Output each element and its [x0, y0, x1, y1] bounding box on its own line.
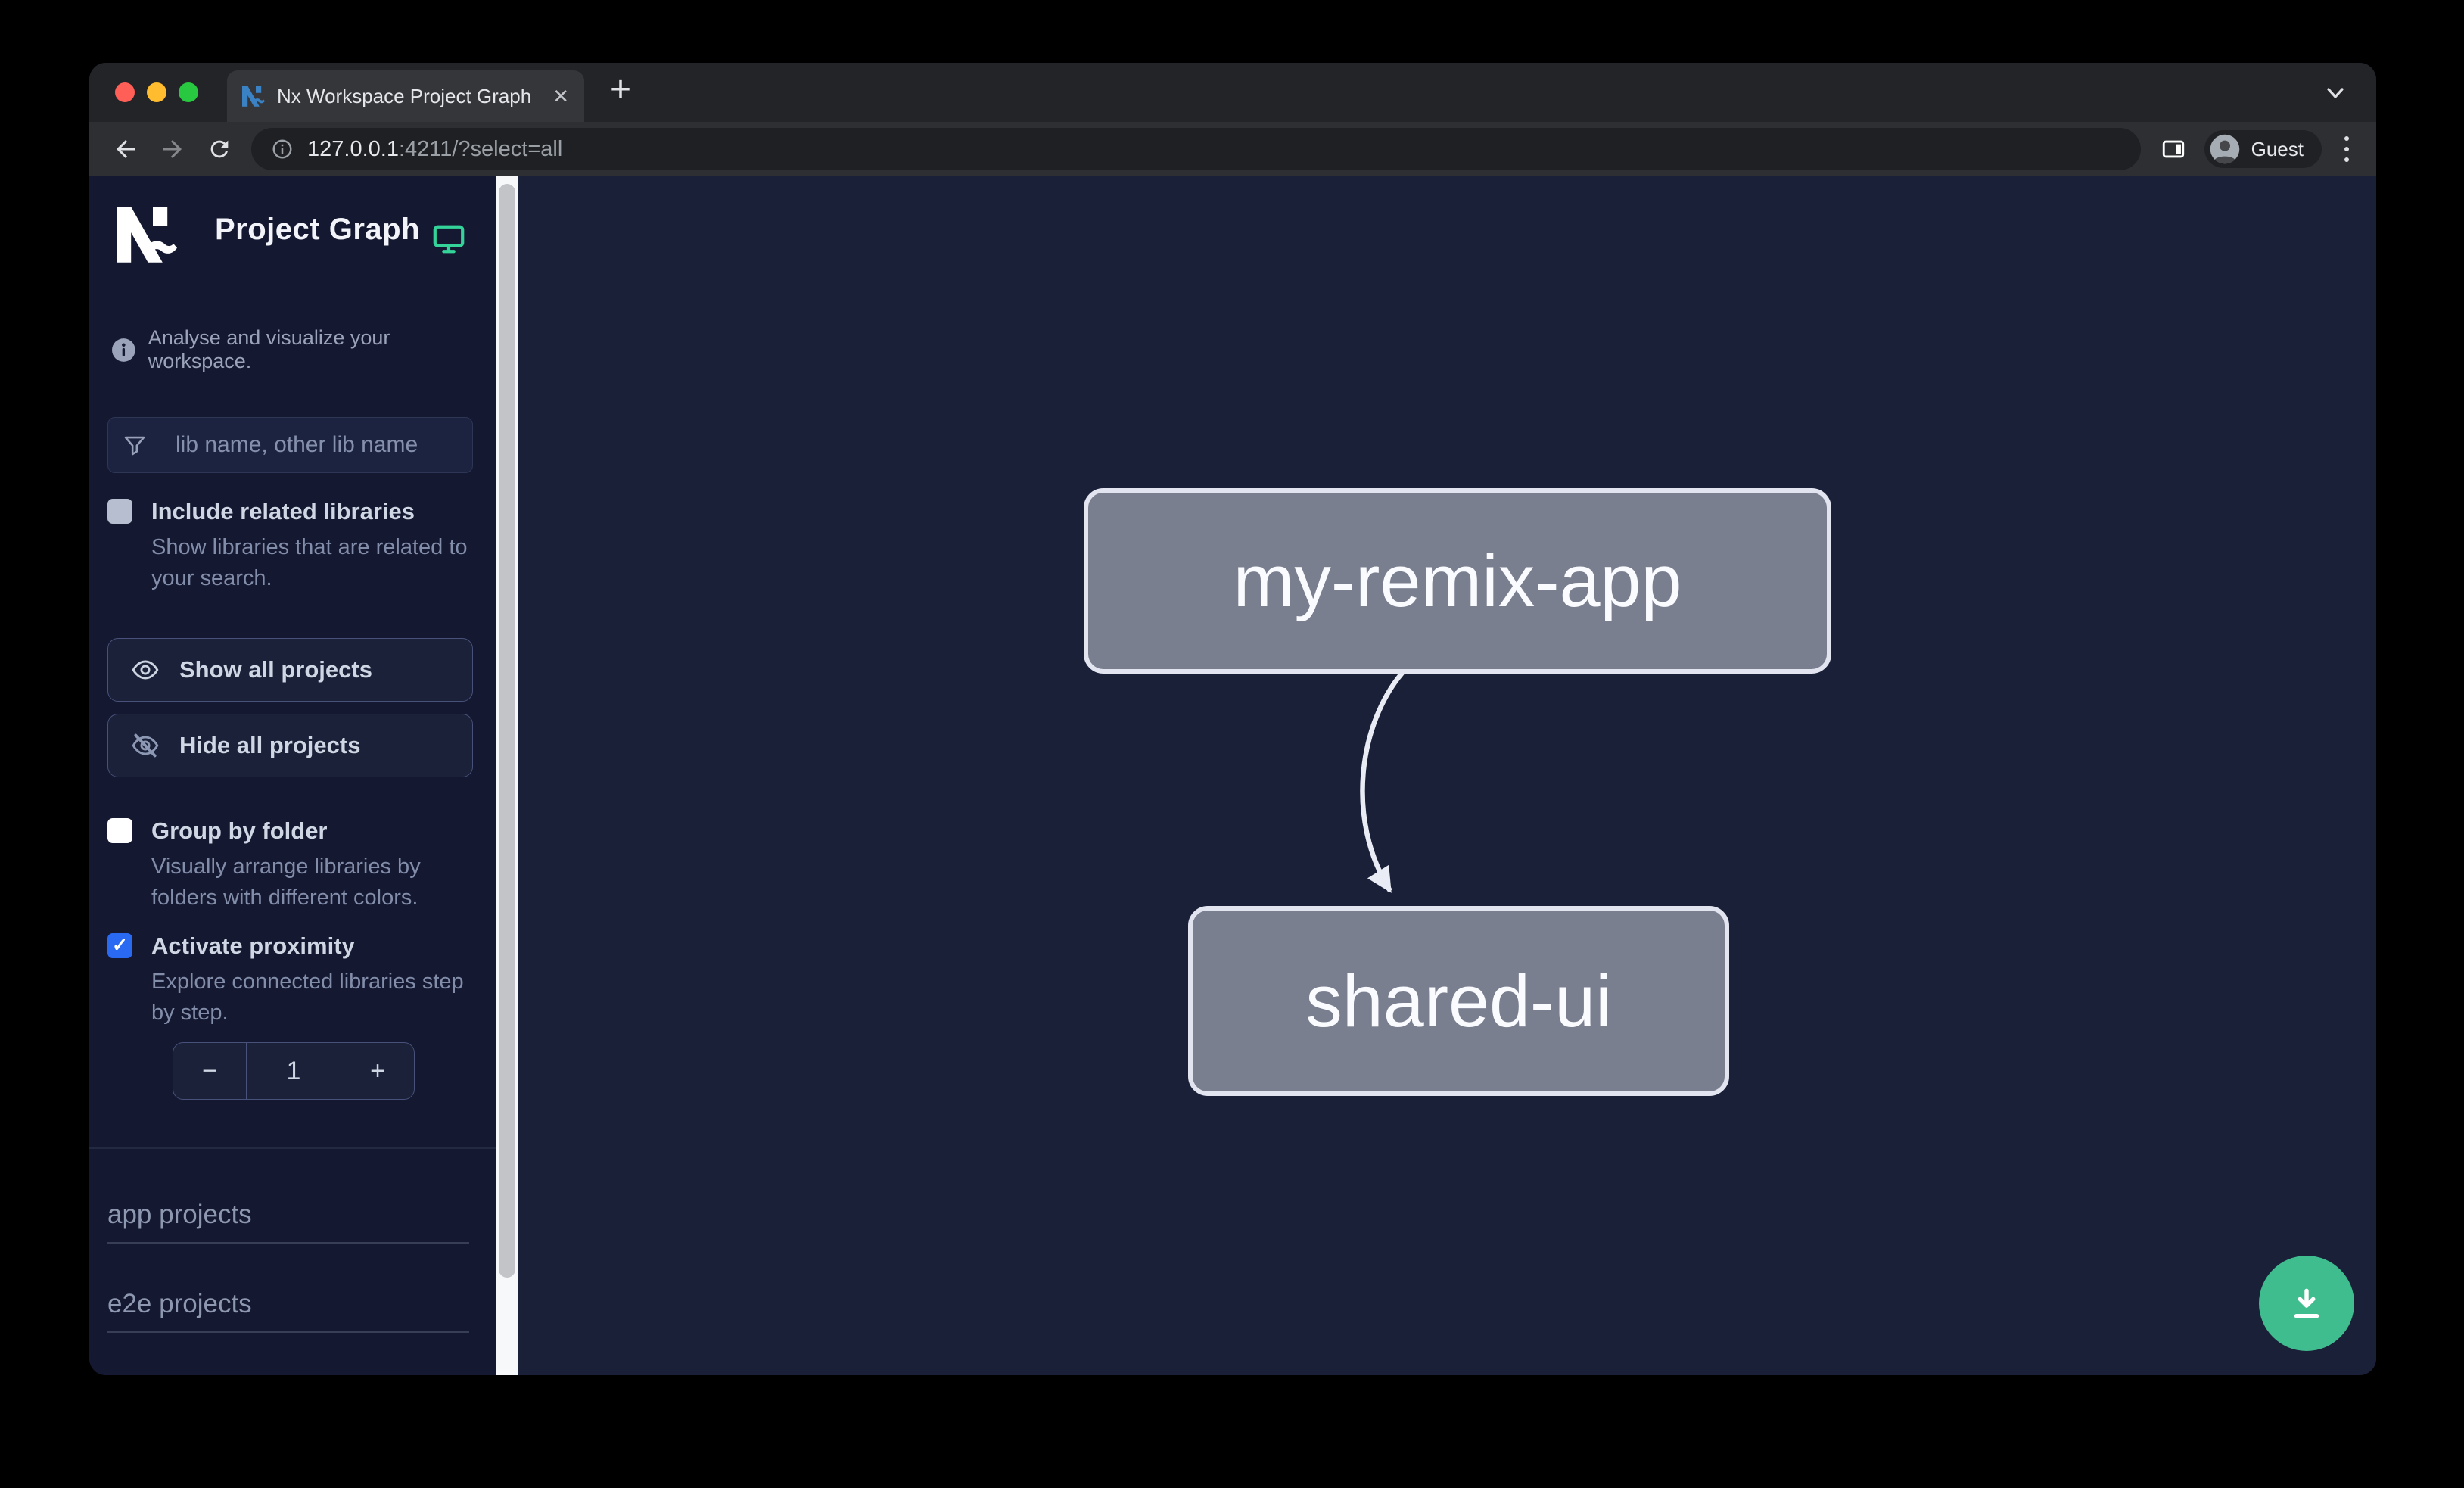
- node-label: my-remix-app: [1233, 539, 1682, 622]
- show-all-projects-label: Show all projects: [179, 656, 372, 683]
- filter-icon: [122, 432, 148, 458]
- scrollbar-thumb[interactable]: [499, 184, 515, 1278]
- show-all-projects-button[interactable]: Show all projects: [107, 638, 473, 702]
- search-box: [107, 417, 483, 473]
- activate-proximity-checkbox[interactable]: ✓: [107, 933, 132, 958]
- proximity-stepper: − 1 +: [173, 1042, 415, 1100]
- tab-bar: Nx Workspace Project Graph ✕ +: [89, 63, 2376, 122]
- nx-logo-icon: [117, 207, 177, 263]
- download-graph-button[interactable]: [2259, 1256, 2354, 1351]
- traffic-lights: [115, 82, 198, 102]
- browser-toolbar: 127.0.0.1:4211/?select=all Guest: [89, 122, 2376, 176]
- tab-search-chevron-icon[interactable]: [2325, 84, 2346, 102]
- include-related-description: Show libraries that are related to your …: [151, 535, 468, 590]
- activate-proximity-row: ✓ Activate proximity Explore connected l…: [107, 932, 483, 1028]
- include-related-row: Include related libraries Show libraries…: [107, 497, 483, 593]
- section-header-e2e-projects: e2e projects: [107, 1289, 469, 1333]
- info-icon: [112, 338, 135, 362]
- profile-label: Guest: [2251, 137, 2304, 160]
- side-panel-icon: [2162, 140, 2184, 158]
- browser-menu-button[interactable]: [2338, 133, 2355, 165]
- side-panel-button[interactable]: [2161, 136, 2186, 162]
- eye-off-icon: [132, 733, 159, 758]
- url-host: 127.0.0.1: [307, 136, 399, 161]
- forward-button[interactable]: [157, 134, 188, 164]
- browser-tab[interactable]: Nx Workspace Project Graph ✕: [227, 70, 584, 122]
- monitor-icon[interactable]: [431, 222, 466, 257]
- tagline-row: Analyse and visualize your workspace.: [112, 326, 496, 373]
- stepper-value: 1: [246, 1043, 341, 1099]
- sidebar-scrollbar[interactable]: [496, 176, 518, 1375]
- sidebar-header: Project Graph: [89, 176, 496, 291]
- url-path: :4211/?select=all: [398, 136, 563, 161]
- increment-button[interactable]: +: [370, 1056, 385, 1085]
- node-label: shared-ui: [1305, 959, 1612, 1042]
- close-window-button[interactable]: [115, 82, 135, 102]
- tagline: Analyse and visualize your workspace.: [148, 326, 390, 372]
- decrement-button[interactable]: −: [202, 1056, 217, 1085]
- hide-all-projects-button[interactable]: Hide all projects: [107, 714, 473, 777]
- node-shared-ui[interactable]: shared-ui: [1188, 906, 1729, 1096]
- graph-edges: [1360, 671, 1405, 893]
- sidebar-divider: [89, 1147, 496, 1149]
- profile-button[interactable]: Guest: [2204, 130, 2322, 168]
- new-tab-button[interactable]: +: [610, 70, 632, 110]
- tab-close-icon[interactable]: ✕: [552, 85, 569, 107]
- page-title: Project Graph: [215, 213, 421, 246]
- url-bar[interactable]: 127.0.0.1:4211/?select=all: [251, 128, 2141, 170]
- tab-title: Nx Workspace Project Graph: [277, 84, 532, 107]
- group-by-folder-description: Visually arrange libraries by folders wi…: [151, 855, 421, 910]
- reload-button[interactable]: [204, 134, 235, 164]
- graph-edge: [1360, 671, 1405, 893]
- sidebar: Project Graph Analyse and visualize your…: [89, 176, 496, 1375]
- include-related-checkbox[interactable]: [107, 499, 132, 524]
- include-related-label: Include related libraries: [151, 498, 415, 525]
- eye-icon: [132, 660, 159, 680]
- forward-icon: [163, 140, 182, 158]
- group-by-folder-row: Group by folder Visually arrange librari…: [107, 817, 483, 913]
- hide-all-projects-label: Hide all projects: [179, 732, 361, 758]
- graph-canvas[interactable]: my-remix-app shared-ui: [518, 176, 2376, 1375]
- section-header-app-projects: app projects: [107, 1200, 469, 1244]
- activate-proximity-label: Activate proximity: [151, 932, 355, 959]
- browser-window: Nx Workspace Project Graph ✕ +: [89, 63, 2376, 1375]
- check-icon: ✓: [112, 935, 128, 956]
- content-area: Project Graph Analyse and visualize your…: [89, 176, 2376, 1375]
- download-icon: [2294, 1288, 2319, 1318]
- kebab-menu-icon: [2344, 136, 2349, 141]
- search-input[interactable]: [160, 418, 483, 472]
- site-info-icon[interactable]: [271, 138, 294, 160]
- node-my-remix-app[interactable]: my-remix-app: [1084, 488, 1831, 674]
- url-text: 127.0.0.1:4211/?select=all: [307, 137, 562, 162]
- back-button[interactable]: [110, 134, 141, 164]
- minimize-window-button[interactable]: [147, 82, 166, 102]
- reload-icon: [210, 140, 229, 158]
- group-by-folder-label: Group by folder: [151, 817, 328, 844]
- maximize-window-button[interactable]: [179, 82, 198, 102]
- back-icon: [117, 140, 135, 158]
- group-by-folder-checkbox[interactable]: [107, 818, 132, 843]
- avatar-icon: [2210, 134, 2239, 164]
- activate-proximity-description: Explore connected libraries step by step…: [151, 970, 464, 1025]
- nx-favicon-icon: [242, 86, 265, 107]
